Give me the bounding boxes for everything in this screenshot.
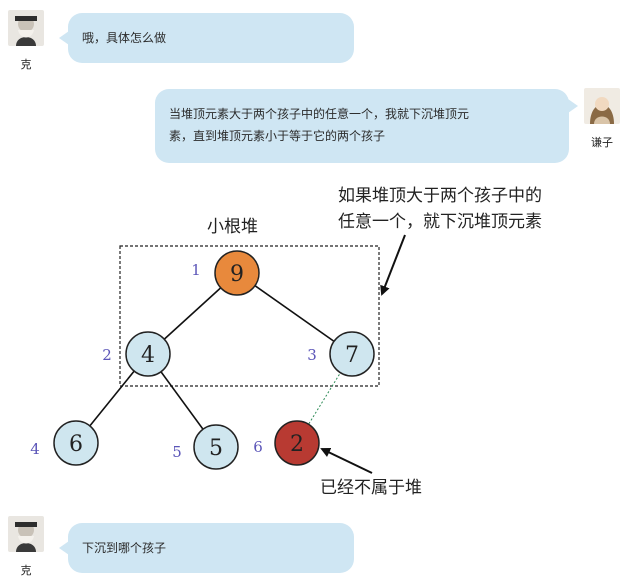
- node-value: 6: [69, 432, 83, 457]
- node-value: 7: [345, 343, 359, 368]
- chat-bubble: 下沉到哪个孩子: [59, 523, 354, 573]
- sender-name: 克: [20, 564, 32, 577]
- chat-bubble: 当堆顶元素大于两个孩子中的任意一个，我就下沉堆顶元 素，直到堆顶元素小于等于它的…: [155, 89, 578, 163]
- message-text-line: 素，直到堆顶元素小于等于它的两个孩子: [169, 129, 386, 143]
- message-text: 下沉到哪个孩子: [82, 541, 167, 555]
- node-value: 2: [290, 432, 304, 457]
- avatar-qianzi[interactable]: [584, 88, 620, 124]
- chat-bubble: 哦，具体怎么做: [59, 13, 354, 63]
- old-man-avatar-icon: [8, 10, 44, 46]
- node-index: 6: [253, 438, 263, 456]
- annotation-bottom-arrow: [320, 447, 373, 474]
- node-value: 9: [230, 262, 244, 287]
- message-text: 哦，具体怎么做: [82, 31, 167, 45]
- edge-1-3: [236, 272, 353, 355]
- node-index: 1: [191, 261, 201, 279]
- node-index: 2: [102, 346, 112, 364]
- node-index: 3: [307, 346, 317, 364]
- woman-avatar-icon: [584, 88, 620, 124]
- avatar-ke-2[interactable]: [8, 516, 44, 552]
- annotation-arrow: [380, 234, 406, 296]
- old-man-avatar-icon: [8, 516, 44, 552]
- sender-name: 克: [20, 58, 32, 71]
- message-text-line: 当堆顶元素大于两个孩子中的任意一个，我就下沉堆顶元: [169, 107, 470, 121]
- heap-node-3: 7 3: [307, 331, 375, 377]
- annotation-top-line-1: 如果堆顶大于两个孩子中的: [338, 186, 542, 206]
- heap-node-2: 4 2: [102, 331, 171, 377]
- heap-node-4: 6 4: [30, 420, 99, 466]
- box-label: 小根堆: [207, 217, 258, 237]
- node-index: 4: [30, 440, 40, 458]
- avatar-ke-1[interactable]: [8, 10, 44, 46]
- heap-diagram: 如果堆顶大于两个孩子中的 任意一个，就下沉堆顶元素 小根堆 9 1 4 2 7 …: [30, 186, 542, 498]
- node-value: 4: [141, 343, 155, 368]
- heap-node-6: 2 6: [253, 420, 320, 466]
- annotation-bottom: 已经不属于堆: [320, 478, 422, 498]
- node-value: 5: [209, 436, 223, 461]
- annotation-top-line-2: 任意一个，就下沉堆顶元素: [338, 212, 542, 232]
- heap-node-1: 9 1: [191, 250, 260, 296]
- sender-name: 谦子: [591, 136, 613, 149]
- heap-node-5: 5 5: [172, 424, 239, 470]
- node-index: 5: [172, 443, 182, 461]
- heap-box: [119, 245, 380, 387]
